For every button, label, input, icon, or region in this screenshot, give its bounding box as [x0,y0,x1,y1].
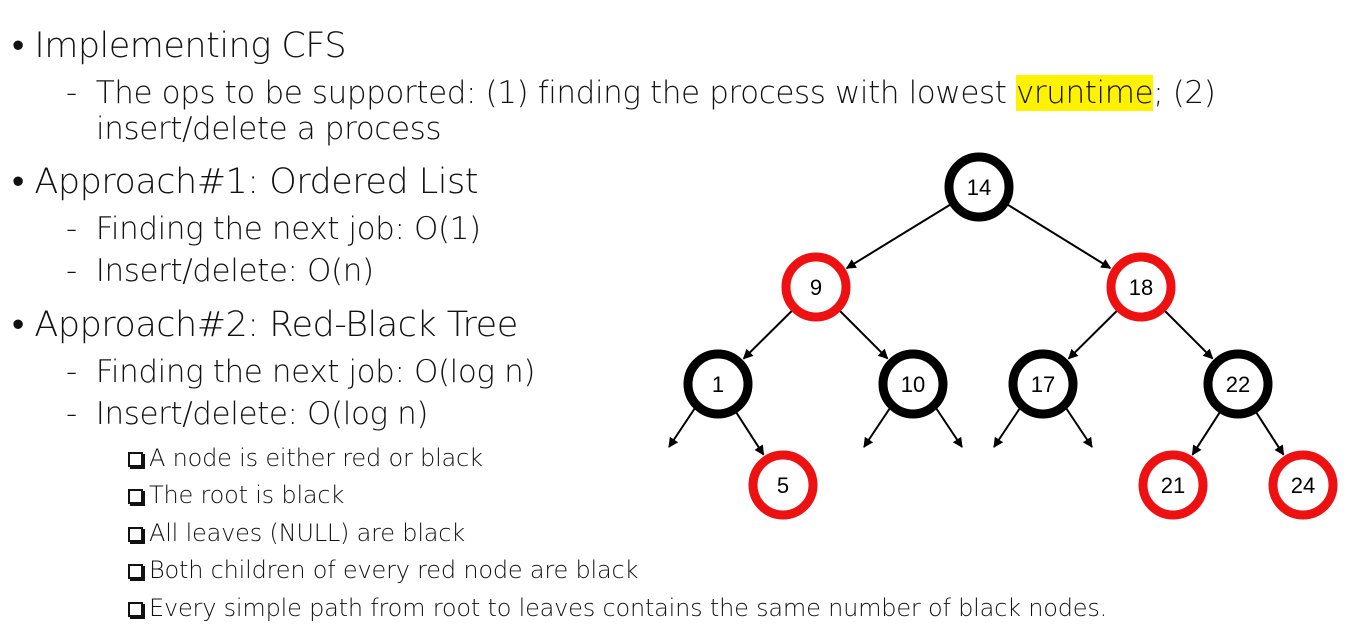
vruntime-highlight: vruntime [1015,75,1154,111]
tree-node-label: 18 [1129,275,1153,300]
tree-node-label: 9 [810,275,822,300]
tree-edge [845,202,953,270]
tree-edge [837,308,889,360]
tree-node-circle [781,252,851,322]
tree-node-1: 1 [683,349,753,419]
tree-edge [1067,308,1119,360]
tree-edge [1162,308,1214,360]
tree-node-circle [683,349,753,419]
sub-finding-next-job-2: - Finding the next job: O(log n) [66,354,536,390]
tree-node-label: 5 [777,473,789,498]
null-leaf-arrow [933,404,963,448]
tree-node-label: 22 [1226,372,1250,397]
tree-node-label: 17 [1031,372,1055,397]
tree-node-10: 10 [878,349,948,419]
checkbox-bullet-icon [128,602,143,617]
tree-node-17: 17 [1008,349,1078,419]
checkbox-bullet-icon [128,489,143,504]
tree-node-5: 5 [748,450,818,520]
tree-node-label: 21 [1161,473,1185,498]
rule-node-color: A node is either red or black [128,446,483,470]
rule-red-children: Both children of every red node are blac… [128,558,638,582]
tree-node-label: 24 [1291,473,1315,498]
rule-root-black: The root is black [128,483,344,507]
null-leaf-arrow [1063,404,1093,448]
sub-ops-supported: - The ops to be supported: (1) finding t… [66,75,1216,111]
tree-node-18: 18 [1106,252,1176,322]
null-leaf-arrow [668,404,698,448]
tree-node-24: 24 [1268,450,1338,520]
checkbox-bullet-icon [128,527,143,542]
bullet-approach-2: • Approach#2: Red-Black Tree [12,305,518,345]
null-leaf-arrow [863,404,893,448]
checkbox-bullet-icon [128,452,143,467]
sub-insert-delete-2: - Insert/delete: O(log n) [66,396,429,432]
checkbox-bullet-icon [128,564,143,579]
bullet-text: Implementing CFS [34,26,347,66]
null-leaf-arrow [993,404,1023,448]
tree-node-label: 10 [901,372,925,397]
tree-node-21: 21 [1138,450,1208,520]
tree-node-label: 1 [712,372,724,397]
rule-leaves-black: All leaves (NULL) are black [128,521,465,545]
tree-node-circle [1138,450,1208,520]
tree-node-circle [1008,349,1078,419]
tree-node-22: 22 [1203,349,1273,419]
tree-node-9: 9 [781,252,851,322]
sub-insert-delete-1: - Insert/delete: O(n) [66,253,374,289]
tree-node-circle [748,450,818,520]
tree-node-circle [1106,252,1176,322]
tree-edge [1191,410,1222,456]
tree-edge [734,410,765,456]
tree-node-circle [878,349,948,419]
tree-node-circle [1203,349,1273,419]
sub-ops-continued: insert/delete a process [96,111,442,147]
bullet-implementing-cfs: • Implementing CFS [12,26,347,66]
tree-node-circle [1268,450,1338,520]
bullet-approach-1: • Approach#1: Ordered List [12,162,478,202]
sub-finding-next-job-1: - Finding the next job: O(1) [66,211,481,247]
tree-edge [742,308,794,360]
tree-edge [1254,410,1285,456]
tree-node-14: 14 [944,152,1014,222]
rule-black-height: Every simple path from root to leaves co… [128,596,1107,620]
tree-node-circle [944,152,1014,222]
tree-node-label: 14 [967,175,991,200]
tree-edge [1005,202,1112,269]
